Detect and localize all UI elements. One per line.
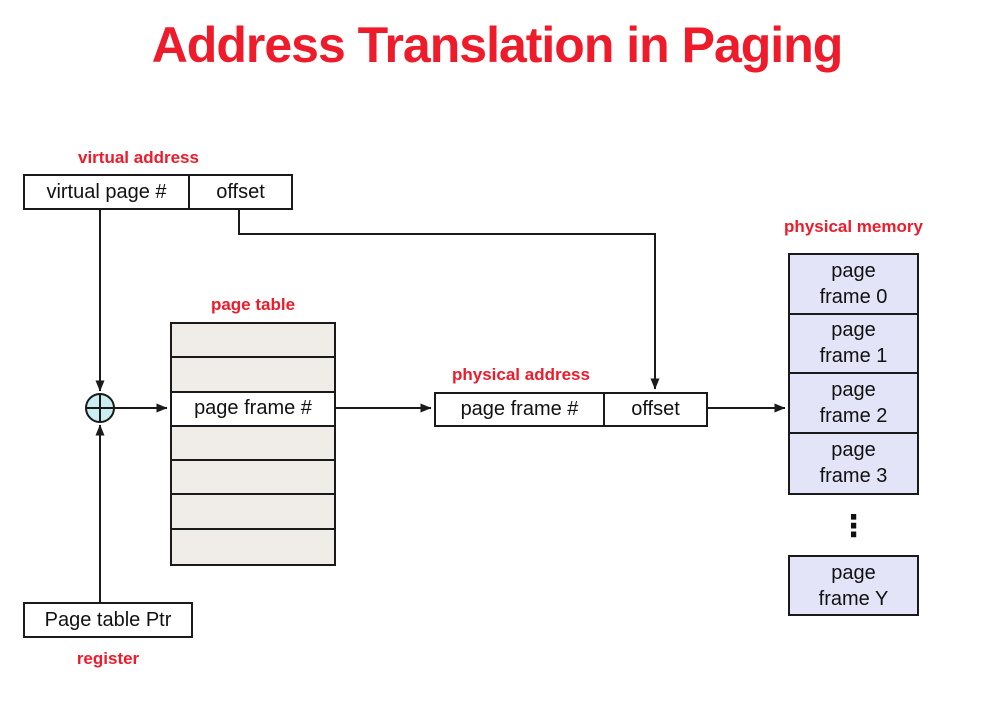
physical-memory-label: physical memory — [784, 217, 923, 236]
virtual-address-label: virtual address — [78, 148, 199, 167]
vertical-ellipsis: ⋮ — [838, 508, 869, 544]
memory-frame-2: page frame 2 — [790, 374, 917, 434]
page-table-row — [172, 495, 334, 530]
page-table-row — [172, 530, 334, 564]
memory-frame-1: page frame 1 — [790, 315, 917, 374]
physical-memory-stack: page frame 0 page frame 1 page frame 2 p… — [788, 253, 919, 495]
register-label: register — [76, 649, 140, 668]
virtual-offset-field: offset — [216, 180, 265, 203]
page-table: page frame # — [170, 322, 336, 566]
virtual-page-field: virtual page # — [25, 176, 190, 208]
frame-line-2: frame Y — [818, 587, 889, 610]
page-table-row — [172, 358, 334, 393]
frame-line-1: page — [831, 561, 876, 584]
physical-offset-field: offset — [631, 398, 680, 420]
memory-frame-0: page frame 0 — [790, 255, 917, 315]
page-title: Address Translation in Paging — [151, 17, 844, 73]
frame-line-2: frame 2 — [819, 404, 888, 427]
memory-frame-y: page frame Y — [788, 555, 919, 616]
page-table-entry-page-frame: page frame # — [172, 392, 334, 427]
frame-line-2: frame 1 — [819, 345, 888, 368]
frame-line-1: page — [831, 439, 876, 462]
plus-in-circle-icon — [85, 393, 115, 423]
page-table-label: page table — [210, 295, 296, 314]
page-table-row — [172, 461, 334, 496]
page-table-row — [172, 324, 334, 359]
frame-line-1: page — [831, 319, 876, 342]
frame-line-2: frame 0 — [819, 285, 888, 308]
memory-frame-3: page frame 3 — [790, 434, 917, 494]
virtual-address-box: virtual page # offset — [23, 174, 293, 210]
frame-line-1: page — [831, 378, 876, 401]
physical-page-frame-field: page frame # — [436, 394, 605, 425]
frame-line-2: frame 3 — [819, 465, 888, 488]
arrow-offset-to-physical-address — [238, 210, 660, 390]
page-table-row — [172, 427, 334, 462]
page-table-ptr-box: Page table Ptr — [23, 602, 193, 638]
frame-line-1: page — [831, 259, 876, 282]
physical-address-box: page frame # offset — [434, 392, 708, 427]
physical-address-label: physical address — [452, 365, 590, 384]
